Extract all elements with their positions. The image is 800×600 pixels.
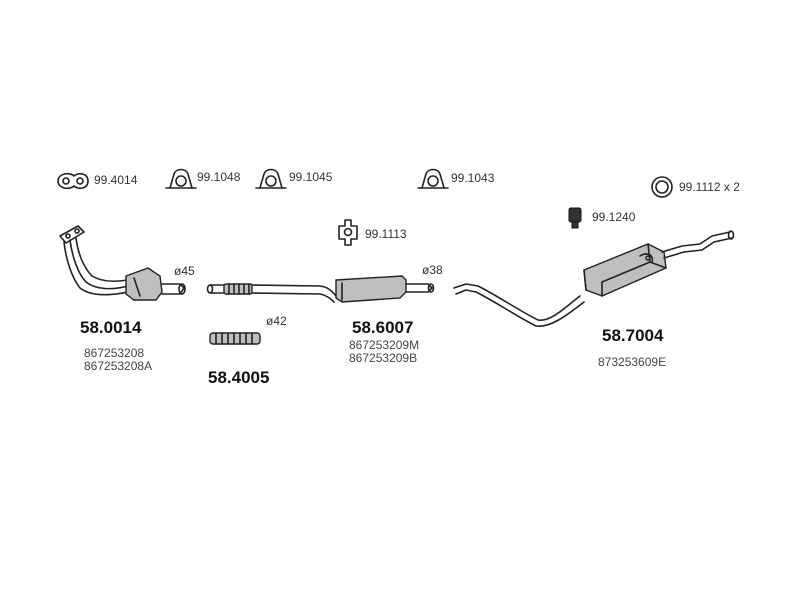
oem-number: 867253208 <box>84 346 145 360</box>
oem-number: 867253209M <box>349 338 420 352</box>
clamp-99-1045-label: 99.1045 <box>289 170 333 184</box>
ring-99-1112-label: 99.1112 x 2 <box>679 180 740 194</box>
middle-pipe-part-number: 58.6007 <box>352 318 414 337</box>
flex-pipe-diameter: ø42 <box>266 314 287 328</box>
clamp-99-1043-label: 99.1043 <box>451 171 495 185</box>
front-pipe-part-number: 58.0014 <box>80 318 142 337</box>
oem-number: 873253609E <box>598 355 667 369</box>
flex-pipe <box>209 332 261 345</box>
rubber-99-1240-label: 99.1240 <box>592 210 636 224</box>
oem-number: 867253208A <box>84 359 153 373</box>
flange-gasket-icon <box>57 172 89 190</box>
middle-pipe-oem-numbers: 867253209M 867253209B <box>349 339 419 365</box>
u-clamp-icon <box>255 168 287 189</box>
clamp-99-1048-label: 99.1048 <box>197 170 241 184</box>
rear-pipe-part-number: 58.7004 <box>602 326 664 345</box>
gasket-99-4014-label: 99.4014 <box>94 173 138 187</box>
rear-pipe-oem-numbers: 873253609E <box>598 356 666 369</box>
u-clamp-icon <box>417 168 449 189</box>
front-pipe-with-catalyst <box>59 225 186 301</box>
front-pipe-diameter: ø45 <box>174 264 195 278</box>
u-clamp-icon <box>165 168 197 189</box>
middle-pipe-diameter: ø38 <box>422 263 443 277</box>
oem-number: 867253209B <box>349 351 418 365</box>
front-pipe-oem-numbers: 867253208 867253208A <box>84 347 152 373</box>
rear-pipe-with-silencer <box>453 230 735 327</box>
flex-pipe-part-number: 58.4005 <box>208 368 270 387</box>
mount-99-1113-label: 99.1113 <box>365 227 407 241</box>
sealing-ring-icon <box>651 176 673 198</box>
intermediate-pipe-with-silencer <box>206 275 435 303</box>
rubber-hanger-icon <box>568 207 582 229</box>
rubber-mount-icon <box>338 219 358 246</box>
